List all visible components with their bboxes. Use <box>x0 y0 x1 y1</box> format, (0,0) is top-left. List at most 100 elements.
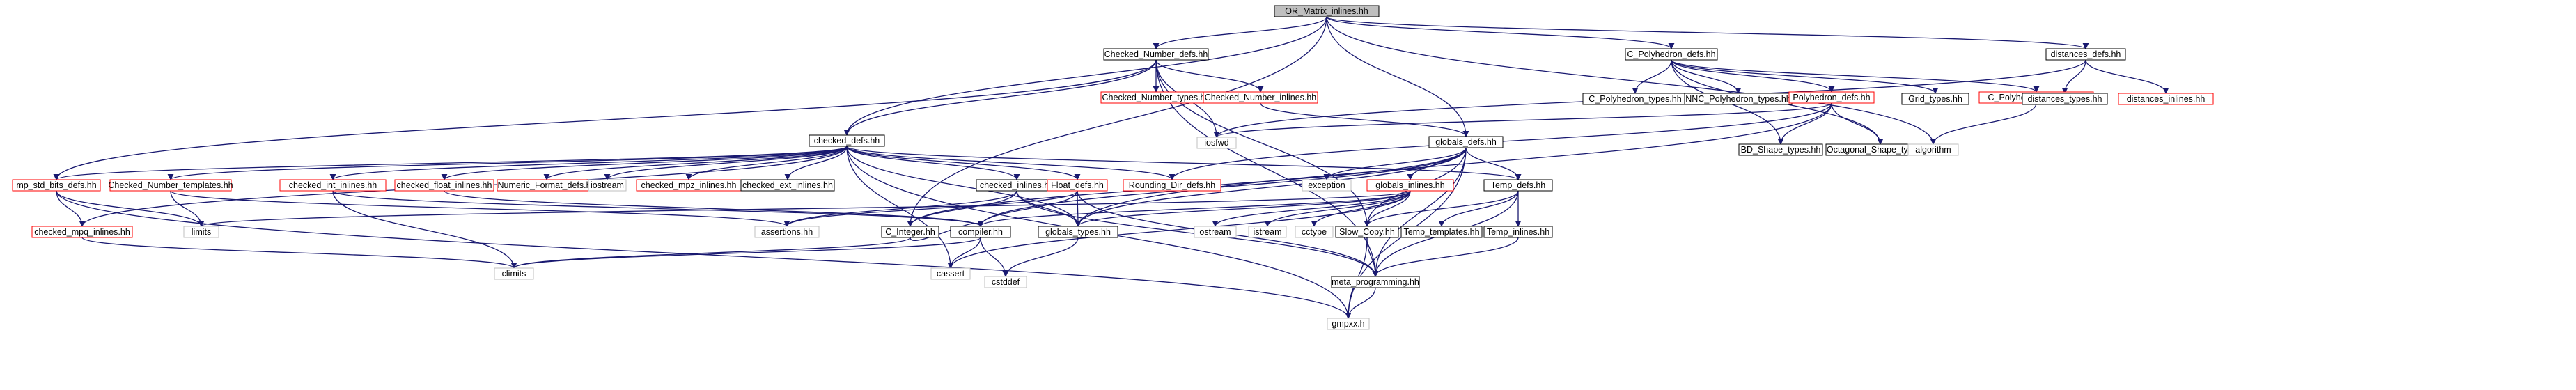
node-globals-defs-hh[interactable]: globals_defs.hh <box>1428 136 1504 148</box>
include-edge <box>1372 147 1467 277</box>
node-mp-std-bits-defs-hh[interactable]: mp_std_bits_defs.hh <box>12 179 101 192</box>
node-box <box>1335 226 1399 238</box>
node-checked-number-inlines-hh[interactable]: Checked_Number_inlines.hh <box>1203 91 1318 104</box>
include-edge <box>1777 102 1832 145</box>
node-label: Grid_types.hh <box>1908 94 1962 104</box>
node-box <box>2022 93 2108 105</box>
include-edge <box>1465 147 1522 180</box>
include-edge <box>170 190 790 227</box>
include-edge <box>167 146 848 180</box>
node-checked-inlines-hh[interactable]: checked_inlines.hh <box>976 179 1058 192</box>
node-checked-float-inlines-hh[interactable]: checked_float_inlines.hh <box>394 179 494 192</box>
node-checked-ext-inlines-hh[interactable]: checked_ext_inlines.hh <box>740 179 835 192</box>
node-box <box>754 226 820 238</box>
node-meta-programming-hh[interactable]: meta_programming.hh <box>1331 276 1420 288</box>
node-c-polyhedron-types-hh[interactable]: C_Polyhedron_types.hh <box>1582 93 1688 105</box>
include-edge <box>783 190 1017 227</box>
include-edge <box>1264 190 1411 227</box>
include-edge <box>1366 237 1379 277</box>
node-compiler-hh[interactable]: compiler.hh <box>950 226 1011 238</box>
include-edge <box>846 146 1020 180</box>
node-gmpxx-h: gmpxx.h <box>1327 318 1370 330</box>
node-temp-inlines-hh[interactable]: Temp_inlines.hh <box>1483 226 1553 238</box>
node-label: Checked_Number_types.hh <box>1102 93 1210 102</box>
node-box <box>881 226 939 238</box>
node-numeric-format-defs-hh[interactable]: Numeric_Format_defs.hh <box>497 179 597 192</box>
node-checked-number-templates-hh[interactable]: Checked_Number_templates.hh <box>108 179 233 192</box>
node-istream: istream <box>1248 226 1287 238</box>
include-edge <box>1372 237 1519 277</box>
include-edge <box>1323 147 1467 180</box>
node-exception: exception <box>1302 179 1352 192</box>
node-label: Slow_Copy.hh <box>1339 227 1395 237</box>
node-cstddef: cstddef <box>984 276 1027 288</box>
node-label: checked_inlines.hh <box>980 180 1054 190</box>
node-box <box>394 179 494 192</box>
node-nnc-polyhedron-types-hh[interactable]: NNC_Polyhedron_types.hh <box>1684 93 1793 105</box>
node-checked-mpq-inlines-hh[interactable]: checked_mpq_inlines.hh <box>31 226 133 238</box>
node-checked-number-types-hh[interactable]: Checked_Number_types.hh <box>1100 91 1212 104</box>
node-distances-defs-hh[interactable]: distances_defs.hh <box>2045 48 2126 61</box>
include-edge <box>1002 237 1079 277</box>
node-label: distances_types.hh <box>2027 94 2102 104</box>
node-label: C_Polyhedron_defs.hh <box>1627 49 1715 59</box>
node-grid-types-hh[interactable]: Grid_types.hh <box>1901 93 1969 105</box>
node-box <box>109 179 232 192</box>
include-edge <box>2061 59 2086 94</box>
node-checked-number-defs-hh[interactable]: Checked_Number_defs.hh <box>1103 48 1209 61</box>
node-label: Checked_Number_inlines.hh <box>1205 93 1317 102</box>
node-cctype: cctype <box>1295 226 1334 238</box>
node-box <box>1038 226 1118 238</box>
include-edge <box>1345 287 1376 319</box>
include-edge <box>1155 59 1264 93</box>
node-iosfwd: iosfwd <box>1196 136 1237 149</box>
include-edge <box>907 16 1327 227</box>
node-label: distances_defs.hh <box>2051 49 2121 59</box>
node-c-polyhedron-defs-hh[interactable]: C_Polyhedron_defs.hh <box>1625 48 1718 61</box>
node-label: exception <box>1308 180 1345 190</box>
node-slow-copy-hh[interactable]: Slow_Copy.hh <box>1335 226 1399 238</box>
node-distances-types-hh[interactable]: distances_types.hh <box>2022 93 2108 105</box>
include-edge <box>1632 59 1672 94</box>
node-box <box>1196 136 1237 149</box>
node-label: compiler.hh <box>958 227 1003 237</box>
node-box <box>950 226 1011 238</box>
include-edge <box>1075 190 1082 227</box>
node-rounding-dir-defs-hh[interactable]: Rounding_Dir_defs.hh <box>1123 179 1221 192</box>
include-edge <box>1671 59 1939 94</box>
node-label: mp_std_bits_defs.hh <box>16 180 96 190</box>
node-c-integer-hh[interactable]: C_Integer.hh <box>881 226 939 238</box>
node-temp-defs-hh[interactable]: Temp_defs.hh <box>1483 179 1553 192</box>
node-box <box>1738 143 1823 156</box>
include-edge <box>783 190 1078 227</box>
node-label: istream <box>1254 227 1282 237</box>
node-checked-mpz-inlines-hh[interactable]: checked_mpz_inlines.hh <box>636 179 742 192</box>
node-box <box>588 179 627 192</box>
node-checked-int-inlines-hh[interactable]: checked_int_inlines.hh <box>279 179 387 192</box>
include-edge <box>510 237 911 269</box>
node-temp-templates-hh[interactable]: Temp_templates.hh <box>1400 226 1483 238</box>
node-octagonal-shape-types-hh[interactable]: Octagonal_Shape_types.hh <box>1825 143 1935 156</box>
node-globals-types-hh[interactable]: globals_types.hh <box>1038 226 1118 238</box>
node-label: Float_defs.hh <box>1051 180 1104 190</box>
node-label: cassert <box>937 269 965 279</box>
node-box <box>930 267 971 280</box>
node-polyhedron-defs-hh[interactable]: Polyhedron_defs.hh <box>1788 91 1875 104</box>
node-box <box>1295 226 1334 238</box>
node-box <box>2045 48 2126 61</box>
node-float-defs-hh[interactable]: Float_defs.hh <box>1047 179 1108 192</box>
node-box <box>1625 48 1718 61</box>
node-label: Polyhedron_defs.hh <box>1793 93 1870 102</box>
include-edge <box>1213 102 1832 138</box>
node-label: BD_Shape_types.hh <box>1741 145 1821 155</box>
include-edge <box>846 146 1082 227</box>
node-checked-defs-hh[interactable]: checked_defs.hh <box>809 134 885 147</box>
node-globals-inlines-hh[interactable]: globals_inlines.hh <box>1366 179 1454 192</box>
node-or-matrix-inlines-hh[interactable]: OR_Matrix_inlines.hh <box>1274 5 1380 17</box>
include-edge <box>510 237 981 269</box>
node-label: checked_int_inlines.hh <box>289 180 377 190</box>
nodes-layer: OR_Matrix_inlines.hhChecked_Number_defs.… <box>12 5 2214 330</box>
node-bd-shape-types-hh[interactable]: BD_Shape_types.hh <box>1738 143 1823 156</box>
node-distances-inlines-hh[interactable]: distances_inlines.hh <box>2118 93 2214 105</box>
